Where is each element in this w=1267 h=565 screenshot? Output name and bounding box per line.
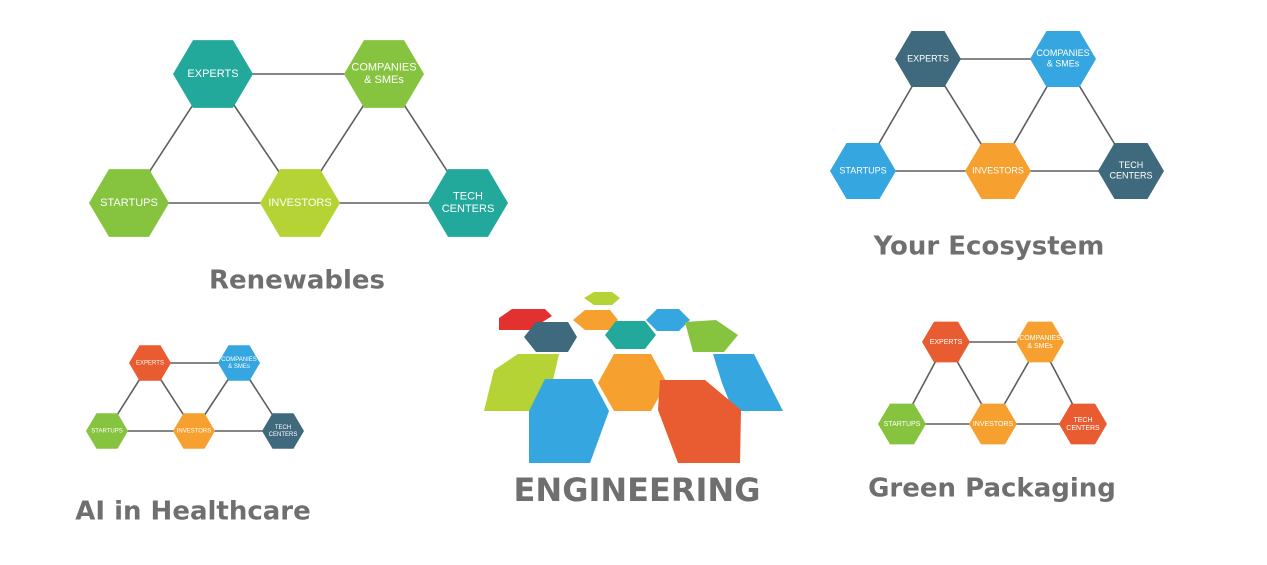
caption-your-ecosystem: Your Ecosystem <box>873 232 1105 262</box>
node-investors: INVESTORS <box>969 403 1017 445</box>
node-label: COMPANIES <box>1019 335 1061 342</box>
node-experts: EXPERTS <box>895 31 961 87</box>
node-label: INVESTORS <box>972 165 1024 175</box>
node-label: & SMEs <box>1047 59 1080 69</box>
node-label: EXPERTS <box>930 339 963 346</box>
node-label: EXPERTS <box>136 361 164 367</box>
engineering-logo <box>484 292 783 463</box>
node-label: STARTUPS <box>884 421 921 428</box>
caption-engineering: ENGINEERING <box>514 471 761 509</box>
node-label: INVESTORS <box>973 421 1014 428</box>
node-label: INVESTORS <box>177 429 212 435</box>
node-label: & SMEs <box>228 364 250 370</box>
hexagon-icon <box>173 40 253 108</box>
hexagon-icon <box>969 403 1017 445</box>
node-startups: STARTUPS <box>878 403 926 445</box>
logo-tile-2 <box>499 309 552 330</box>
node-experts: EXPERTS <box>173 40 253 108</box>
hexagon-icon <box>260 169 340 237</box>
node-label: COMPANIES <box>221 357 257 363</box>
logo-tile-10 <box>713 354 783 411</box>
logo-tile-1 <box>584 292 620 305</box>
node-label: EXPERTS <box>907 53 949 63</box>
logo-tile-6 <box>605 321 656 349</box>
node-investors: INVESTORS <box>173 413 215 449</box>
hexagon-icon <box>1098 143 1164 199</box>
node-label: CENTERS <box>1109 171 1152 181</box>
hexagon-icon <box>878 403 926 445</box>
caption-ai-in-healthcare: AI in Healthcare <box>75 497 311 527</box>
hexagon-icon <box>129 345 171 381</box>
node-label: CENTERS <box>269 432 298 438</box>
node-companies: COMPANIES& SMEs <box>1016 321 1064 363</box>
logo-tile-4 <box>646 309 690 331</box>
logo-tile-11 <box>529 379 609 463</box>
hexagon-icon <box>344 40 424 108</box>
hexagon-icon <box>262 413 304 449</box>
node-label: EXPERTS <box>187 68 238 80</box>
node-label: COMPANIES <box>1036 48 1089 58</box>
hexagon-icon <box>89 169 169 237</box>
node-investors: INVESTORS <box>260 169 340 237</box>
node-label: STARTUPS <box>91 429 122 435</box>
node-label: STARTUPS <box>100 197 158 209</box>
logo-tile-3 <box>573 310 618 330</box>
node-companies: COMPANIES& SMEs <box>218 345 260 381</box>
node-companies: COMPANIES& SMEs <box>1030 31 1096 87</box>
node-label: TECH <box>275 425 291 431</box>
hexagon-icon <box>965 143 1031 199</box>
hexagon-icon <box>1030 31 1096 87</box>
hexagon-icon <box>428 169 508 237</box>
node-label: COMPANIES <box>351 62 416 74</box>
node-label: CENTERS <box>442 203 495 215</box>
hexagon-icon <box>895 31 961 87</box>
node-label: CENTERS <box>1066 425 1100 432</box>
hexagon-icon <box>173 413 215 449</box>
node-label: TECH <box>1119 160 1144 170</box>
hexagon-icon <box>218 345 260 381</box>
node-startups: STARTUPS <box>86 413 128 449</box>
node-label: & SMEs <box>1027 343 1053 350</box>
node-startups: STARTUPS <box>830 143 896 199</box>
hexagon-icon <box>830 143 896 199</box>
logo-tile-7 <box>685 320 738 352</box>
node-companies: COMPANIES& SMEs <box>344 40 424 108</box>
node-label: TECH <box>453 191 483 203</box>
node-label: TECH <box>1073 417 1092 424</box>
node-experts: EXPERTS <box>922 321 970 363</box>
node-experts: EXPERTS <box>129 345 171 381</box>
hexagon-icon <box>1059 403 1107 445</box>
node-label: STARTUPS <box>839 165 886 175</box>
node-label: & SMEs <box>364 74 404 86</box>
logo-tile-5 <box>524 322 577 352</box>
logo-tile-12 <box>658 380 741 463</box>
node-startups: STARTUPS <box>89 169 169 237</box>
hexagon-icon <box>86 413 128 449</box>
hexagon-icon <box>922 321 970 363</box>
logo-tile-9 <box>598 354 667 411</box>
hexagon-icon <box>1016 321 1064 363</box>
caption-green-packaging: Green Packaging <box>868 474 1116 504</box>
node-label: INVESTORS <box>268 197 331 209</box>
node-investors: INVESTORS <box>965 143 1031 199</box>
caption-renewables: Renewables <box>209 266 385 296</box>
